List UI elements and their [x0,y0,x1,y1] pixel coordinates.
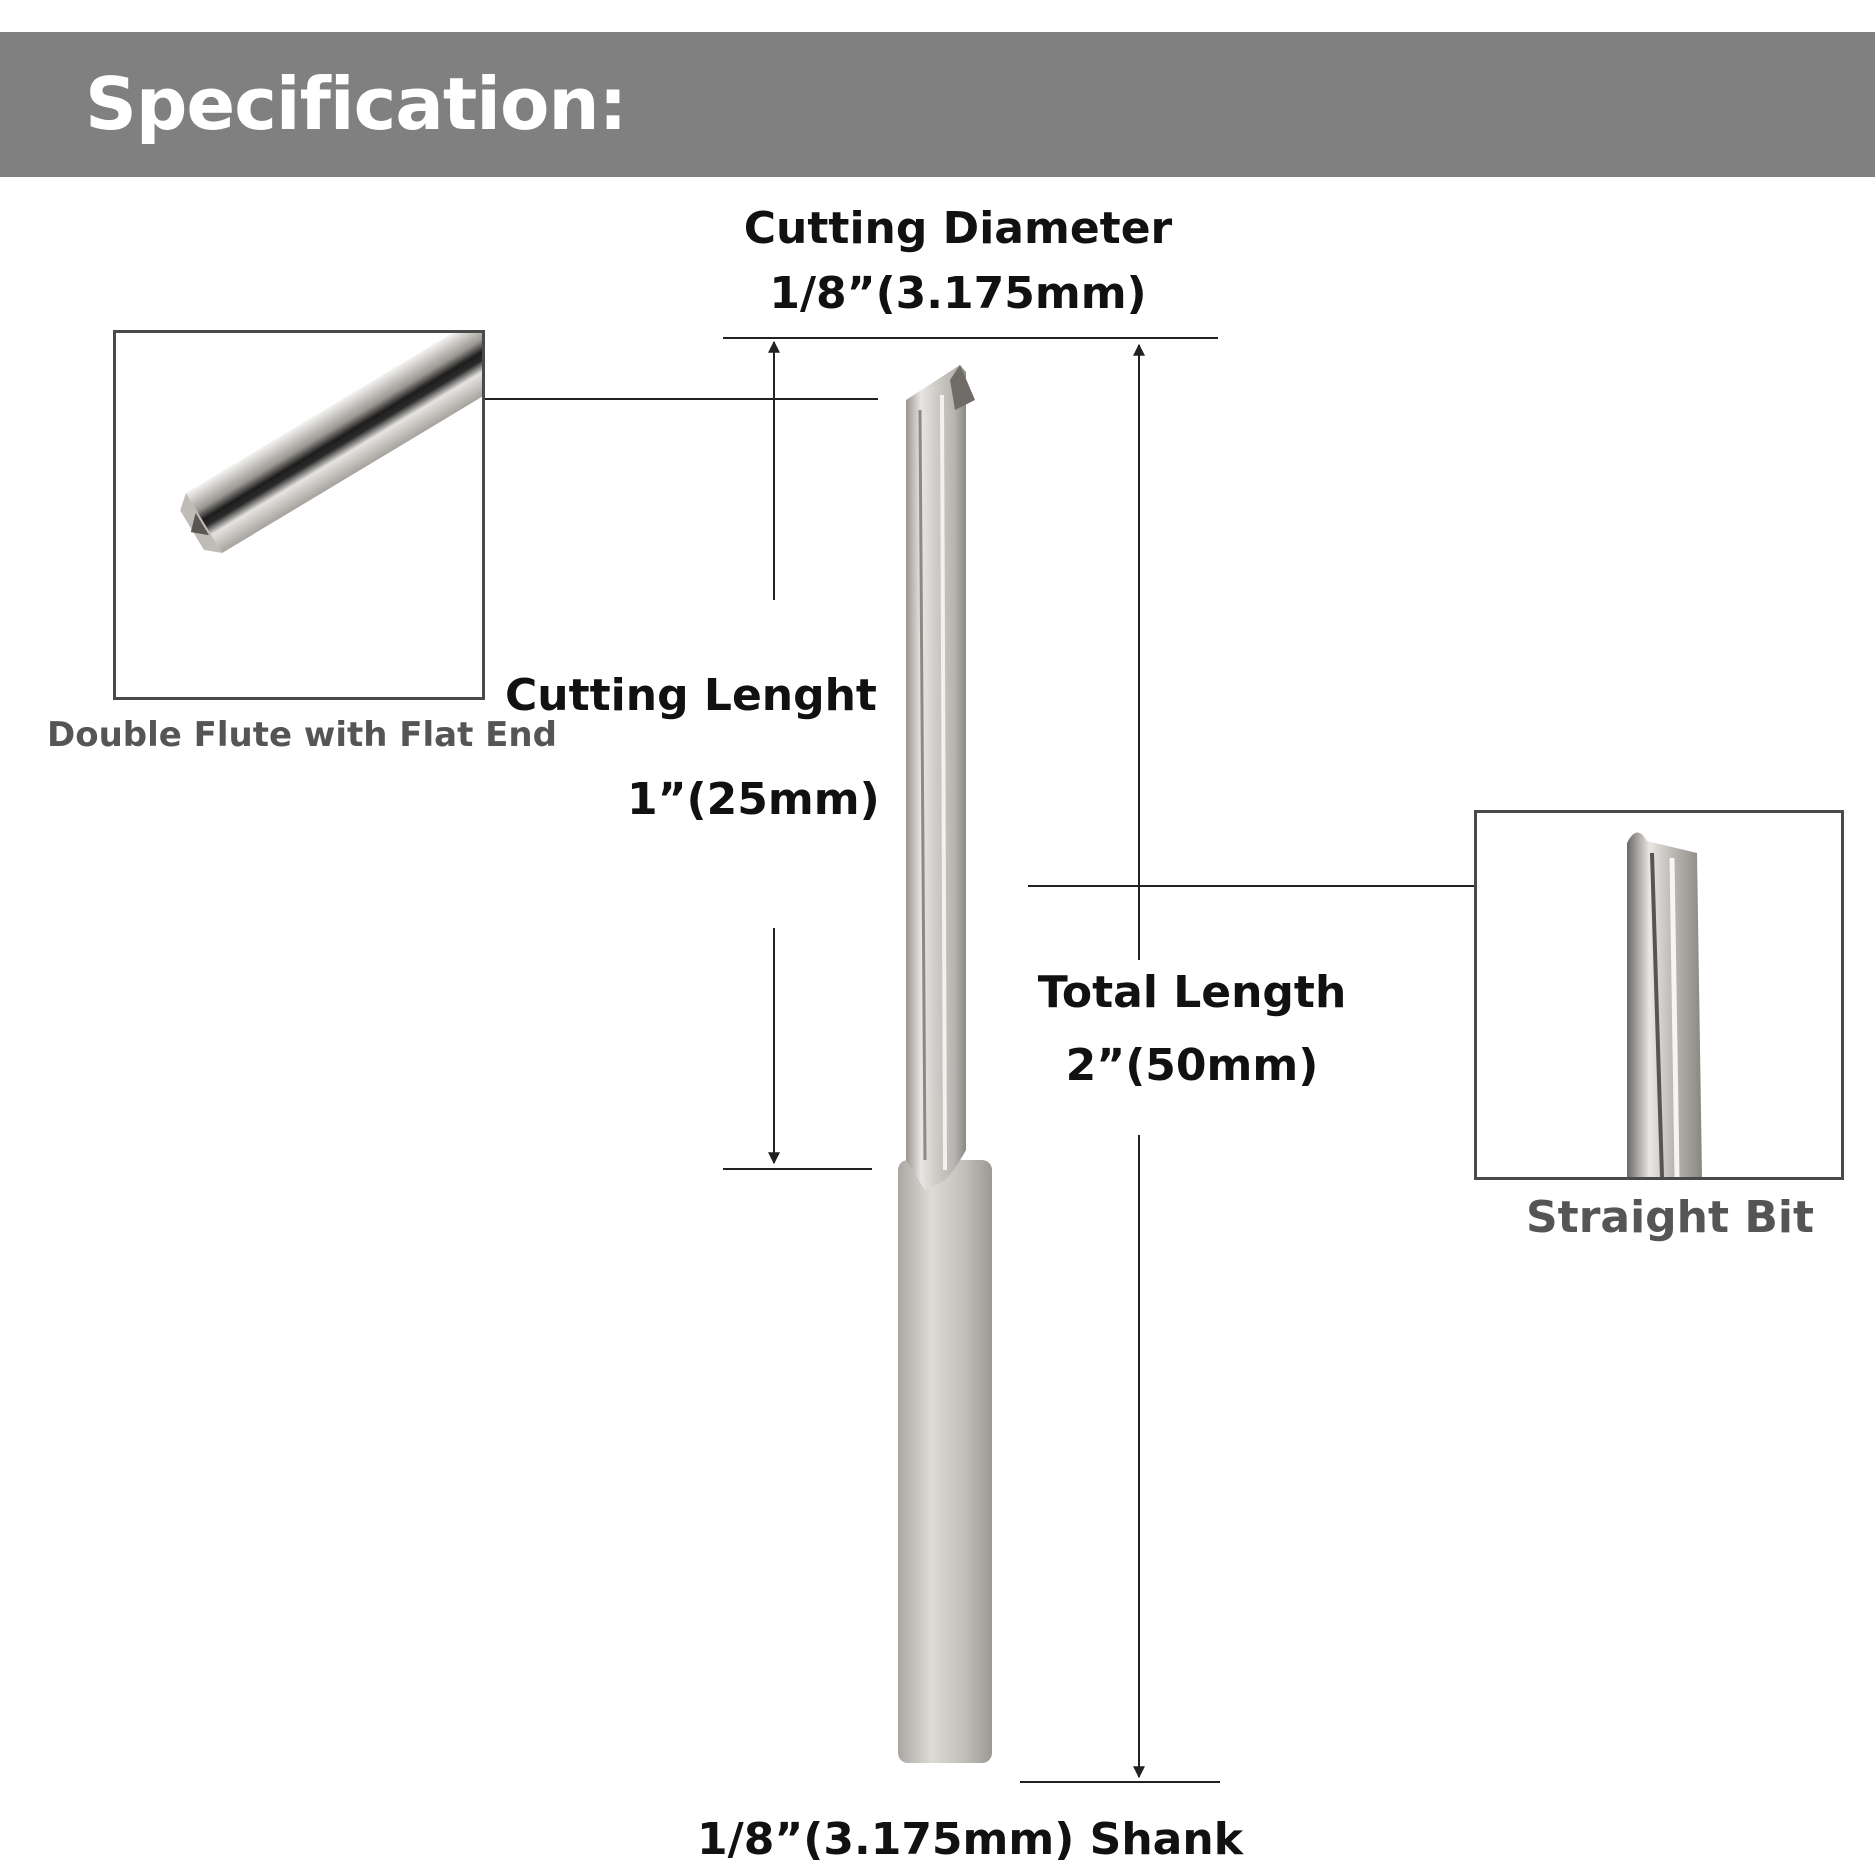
header-banner [0,32,1875,177]
total-length-value: 2”(50mm) [1065,1040,1319,1091]
cutting-diameter-value: 1/8”(3.175mm) [769,268,1147,319]
straight-bit-inset [1474,810,1844,1180]
bit-shank [898,1160,992,1763]
cutting-length-label: Cutting Lenght [505,670,877,721]
page-title: Specification: [85,62,627,146]
double-flute-inset [113,330,485,700]
cutting-diameter-label: Cutting Diameter [743,203,1173,254]
shank-label: 1/8”(3.175mm) Shank [697,1814,1243,1865]
straight-bit-closeup-image [1627,832,1702,1177]
double-flute-caption: Double Flute with Flat End [47,715,557,755]
straight-bit-caption: Straight Bit [1525,1192,1815,1243]
bit-flute [906,365,966,1190]
total-length-label: Total Length [1037,967,1347,1018]
cutting-length-value: 1”(25mm) [627,774,880,825]
double-flute-closeup-image [180,333,482,554]
